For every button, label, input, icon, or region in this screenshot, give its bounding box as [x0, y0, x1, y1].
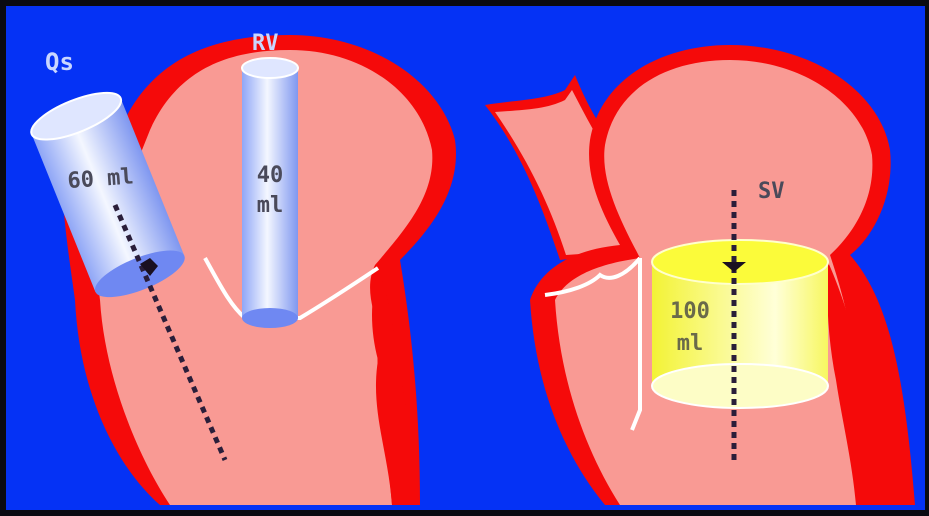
- sv-cylinder-bottom: [652, 364, 828, 408]
- rv-volume-number: 40: [257, 163, 284, 188]
- rv-volume-unit: ml: [257, 193, 284, 218]
- sv-volume-number: 100: [670, 299, 710, 324]
- qs-label: Qs: [45, 48, 74, 76]
- rv-label: RV: [252, 31, 279, 56]
- sv-volume-unit: ml: [677, 331, 704, 356]
- rv-cylinder-top: [242, 58, 298, 78]
- rv-cylinder-bottom: [242, 308, 298, 328]
- qs-volume-label: 60 ml: [67, 164, 135, 194]
- sv-label: SV: [758, 179, 785, 204]
